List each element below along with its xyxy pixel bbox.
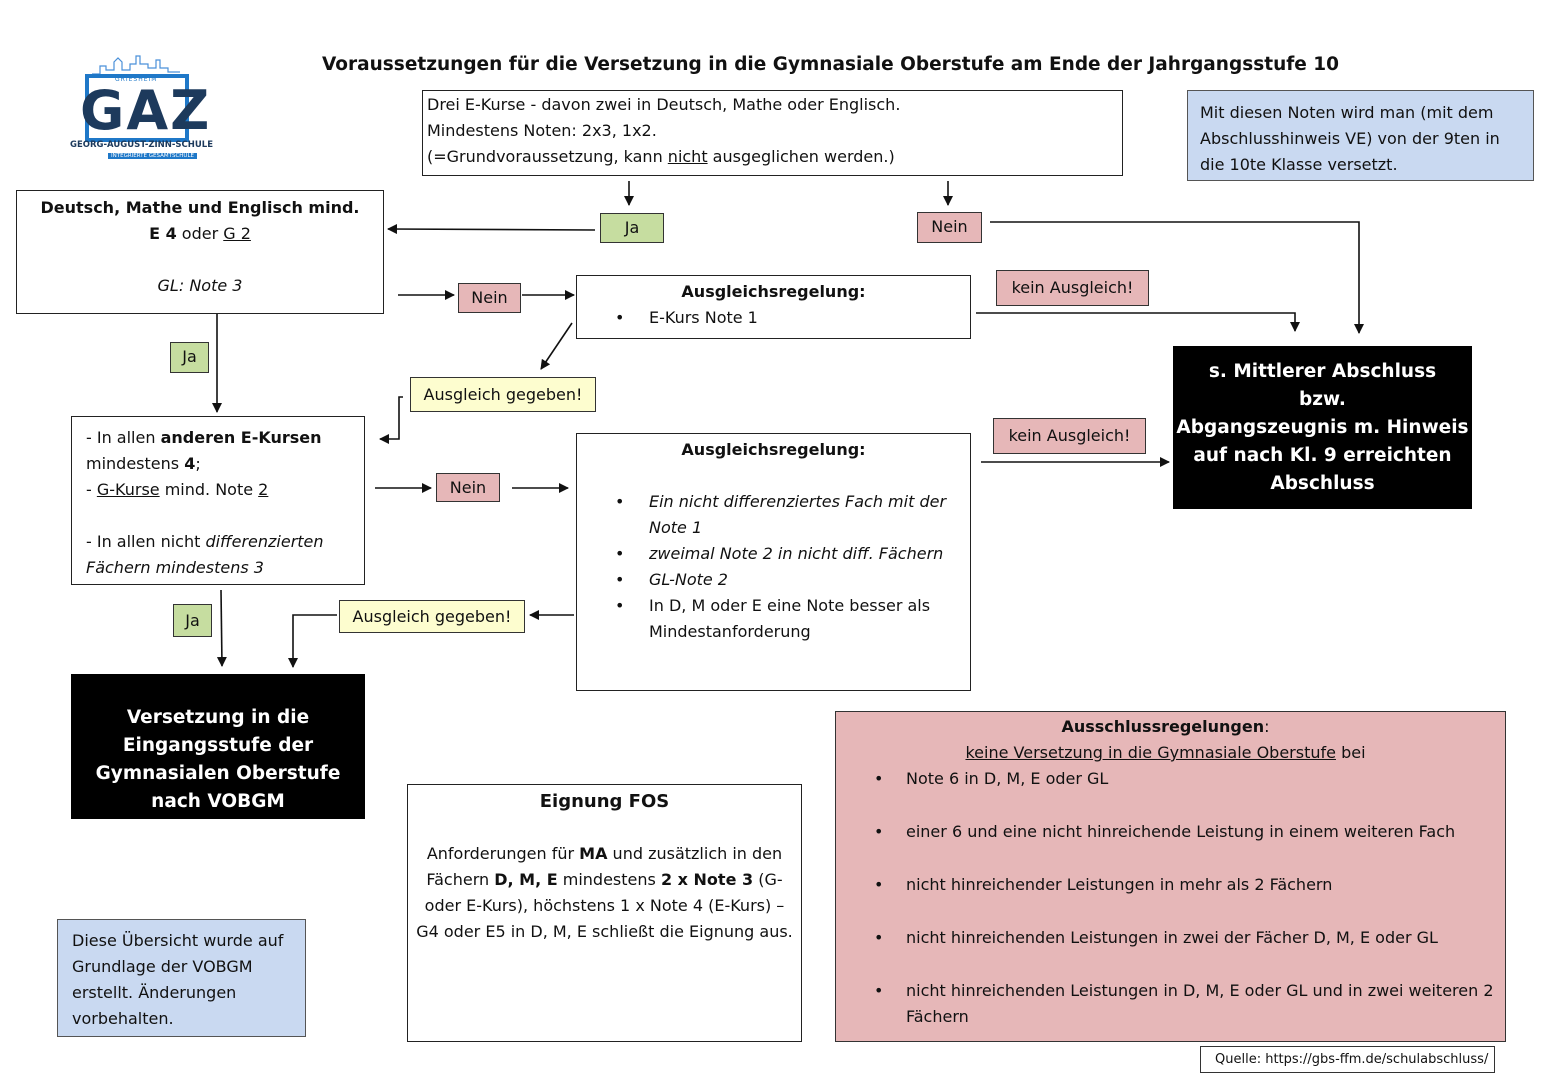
mittlerer-abschluss-box: s. Mittlerer Abschluss bzw. Abgangszeugn… xyxy=(1173,346,1472,509)
compensation-heading-1: Ausgleichsregelung: xyxy=(681,282,866,301)
kein-ausgleich-tag-1: kein Ausgleich! xyxy=(996,270,1149,306)
exclusion-item: einer 6 und eine nicht hinreichende Leis… xyxy=(836,819,1495,845)
arrow-nein-to-mittlerer xyxy=(990,221,1364,334)
compensation-list-1: E-Kurs Note 1 xyxy=(577,305,970,331)
exclusion-item: Note 6 in D, M, E oder GL xyxy=(836,766,1495,792)
exclusion-item: nicht hinreichenden Leistungen in D, M, … xyxy=(836,978,1495,1030)
skyline-icon xyxy=(85,55,189,142)
dme-line-2: E 4 oder G 2 xyxy=(149,224,251,243)
logo-main-text: GAZ xyxy=(80,79,212,142)
exclusion-list: Note 6 in D, M, E oder GL einer 6 und ei… xyxy=(836,766,1495,1030)
page-title: Voraussetzungen für die Versetzung in di… xyxy=(322,54,1340,75)
compensation-item: GL-Note 2 xyxy=(577,567,962,593)
exclusion-item: nicht hinreichenden Leistungen in zwei d… xyxy=(836,925,1495,951)
arrow-ja-to-dme xyxy=(387,224,596,235)
ausgleich-gegeben-tag-1: Ausgleich gegeben! xyxy=(410,377,596,412)
ja-tag-1: Ja xyxy=(600,213,664,243)
compensation-rule-box-1: Ausgleichsregelung: E-Kurs Note 1 xyxy=(576,275,971,339)
arrow-ekurs-ja-down xyxy=(216,589,227,667)
ja-tag-2: Ja xyxy=(170,342,209,373)
mittlerer-line: s. Mittlerer Abschluss xyxy=(1208,361,1437,382)
compensation-rule-box-2: Ausgleichsregelung: Ein nicht differenzi… xyxy=(576,433,971,691)
versetzung-box: Versetzung in die Eingangsstufe der Gymn… xyxy=(71,674,365,819)
nein-tag-2: Nein xyxy=(458,283,521,313)
logo-subtitle: INTEGRIERTE GESAMTSCHULE xyxy=(108,153,197,159)
versetzung-line: Versetzung in die xyxy=(126,707,310,728)
exclusion-item: nicht hinreichender Leistungen in mehr a… xyxy=(836,872,1495,898)
gkurs-line: - G-Kurse mind. Note 2 xyxy=(86,480,269,499)
exclusion-heading: Ausschlussregelungen: xyxy=(1061,717,1270,736)
compensation-item: E-Kurs Note 1 xyxy=(577,305,970,331)
requirement-line-3: (=Grundvoraussetzung, kann nicht ausgegl… xyxy=(427,147,895,166)
gl-requirement: GL: Note 3 xyxy=(157,276,243,295)
compensation-item: Ein nicht differenziertes Fach mit der N… xyxy=(577,489,962,541)
arrow-ausgleich1-gegeben xyxy=(540,322,573,370)
dme-line-1: Deutsch, Mathe und Englisch mind. xyxy=(40,198,360,217)
info-note-bottom: Diese Übersicht wurde auf Grundlage der … xyxy=(57,919,306,1037)
exclusion-rules-box: Ausschlussregelungen: keine Versetzung i… xyxy=(835,711,1506,1042)
versetzung-line: nach VOBGM xyxy=(151,791,285,812)
arrow-gegeben-to-versetzung xyxy=(288,614,337,668)
basic-requirement-box: Drei E-Kurse - davon zwei in Deutsch, Ma… xyxy=(422,90,1123,176)
nein-tag-1: Nein xyxy=(917,212,982,243)
ekurs-line-1: - In allen anderen E-Kursen mindestens 4… xyxy=(86,428,322,473)
arrow-ausgleich1-kein xyxy=(976,312,1300,332)
mittlerer-line: bzw. xyxy=(1299,389,1346,410)
compensation-item: In D, M oder E eine Note besser als Mind… xyxy=(577,593,962,645)
school-logo: GRIESHEIM GAZ GEORG-AUGUST-ZINN-SCHULE I… xyxy=(70,52,214,167)
versetzung-line: Eingangsstufe der xyxy=(122,735,314,756)
versetzung-line: Gymnasialen Oberstufe xyxy=(95,763,341,784)
requirement-line-1: Drei E-Kurse - davon zwei in Deutsch, Ma… xyxy=(427,95,901,114)
requirement-line-2: Mindestens Noten: 2x3, 1x2. xyxy=(427,121,657,140)
source-reference: Quelle: https://gbs-ffm.de/schulabschlus… xyxy=(1200,1046,1495,1073)
fos-heading: Eignung FOS xyxy=(539,791,670,812)
info-note-top: Mit diesen Noten wird man (mit dem Absch… xyxy=(1187,90,1534,181)
mittlerer-line: Abgangszeugnis m. Hinweis xyxy=(1176,417,1469,438)
nein-tag-3: Nein xyxy=(436,473,500,502)
compensation-item: zweimal Note 2 in nicht diff. Fächern xyxy=(577,541,962,567)
fos-text: Anforderungen für MA und zusätzlich in d… xyxy=(416,844,793,941)
dme-requirement-box: Deutsch, Mathe und Englisch mind. E 4 od… xyxy=(16,190,384,314)
mittlerer-line: Abschluss xyxy=(1270,473,1375,494)
nondiff-line: - In allen nicht differenzierten Fächern… xyxy=(86,532,324,577)
exclusion-subheading: keine Versetzung in die Gymnasiale Obers… xyxy=(965,743,1366,762)
kein-ausgleich-tag-2: kein Ausgleich! xyxy=(993,418,1146,454)
compensation-heading-2: Ausgleichsregelung: xyxy=(681,440,866,459)
ja-tag-3: Ja xyxy=(173,604,212,637)
ausgleich-gegeben-tag-2: Ausgleich gegeben! xyxy=(339,600,525,633)
arrow-gegeben-to-ekurs xyxy=(379,396,403,444)
fos-eligibility-box: Eignung FOS Anforderungen für MA und zus… xyxy=(407,784,802,1042)
ekurs-requirement-box: - In allen anderen E-Kursen mindestens 4… xyxy=(71,416,365,585)
logo-school-name: GEORG-AUGUST-ZINN-SCHULE xyxy=(70,140,214,150)
logo-top-text: GRIESHEIM xyxy=(115,76,158,83)
mittlerer-line: auf nach Kl. 9 erreichten xyxy=(1193,445,1452,466)
compensation-list-2: Ein nicht differenziertes Fach mit der N… xyxy=(577,489,962,645)
